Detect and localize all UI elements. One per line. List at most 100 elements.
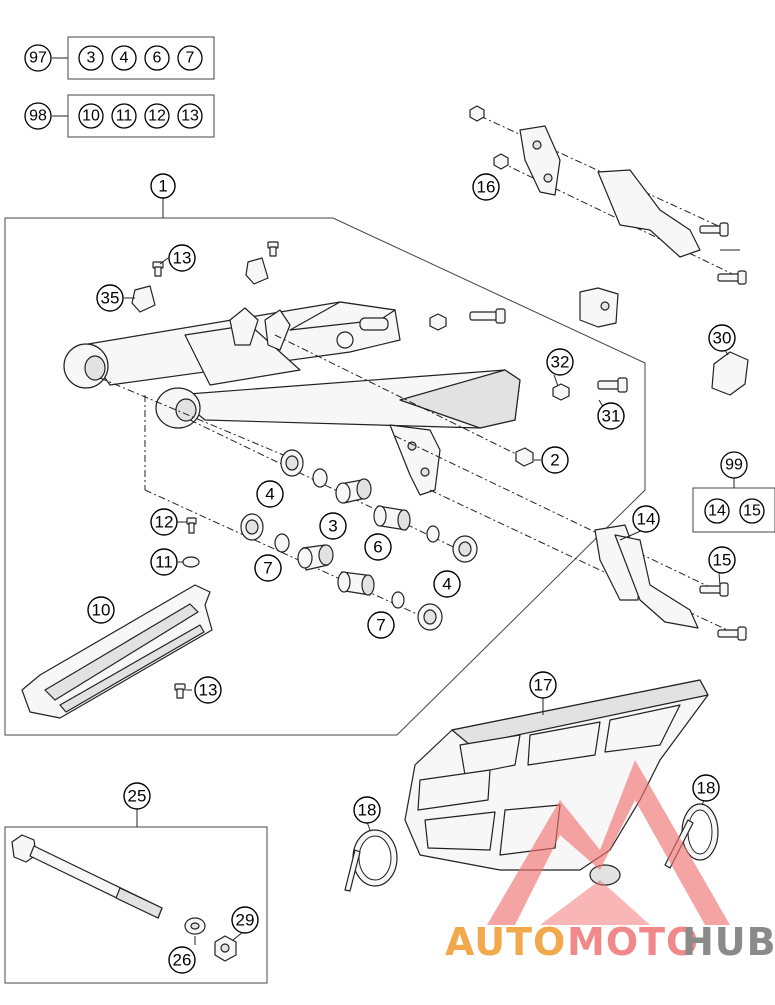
callout-4-label: 4: [442, 575, 451, 594]
callout-4-upper[interactable]: 4: [256, 480, 284, 508]
callout-16-label: 16: [477, 178, 496, 197]
callout-10[interactable]: 10: [87, 596, 115, 624]
callout-2-label: 2: [550, 451, 559, 470]
bushing-4-bottom[interactable]: [417, 603, 443, 631]
axle-25[interactable]: [11, 834, 163, 919]
callout-6-label: 6: [373, 538, 382, 557]
bolt-pivot[interactable]: [469, 308, 506, 324]
callout-6[interactable]: 6: [364, 533, 392, 561]
washer-7-upper[interactable]: [312, 468, 328, 488]
callout-2[interactable]: 2: [541, 446, 569, 474]
callout-31-label: 31: [602, 407, 621, 426]
watermark-hub: HUB: [682, 920, 775, 964]
callout-3[interactable]: 3: [319, 512, 347, 540]
callout-16[interactable]: 16: [472, 173, 500, 201]
callout-25[interactable]: 25: [123, 782, 151, 810]
callout-12-label: 12: [155, 513, 174, 532]
kit-98-item: 11: [116, 108, 133, 125]
chain-guide-14[interactable]: [594, 524, 747, 641]
callout-15[interactable]: 15: [708, 546, 736, 574]
callout-4-lower[interactable]: 4: [433, 570, 461, 598]
callout-7-label: 7: [376, 616, 385, 635]
callout-17[interactable]: 17: [529, 671, 557, 699]
swingarm-assembly-frame: [4, 197, 646, 736]
kit-99-item: 15: [743, 503, 761, 520]
swingarm[interactable]: [63, 301, 521, 429]
washer-26[interactable]: [184, 917, 206, 935]
kit-98-item: 13: [181, 108, 199, 125]
axle-frame: [4, 808, 268, 984]
bushing-4-right[interactable]: [452, 535, 478, 563]
kit-99-label: 99: [725, 457, 743, 474]
chain-guard-17[interactable]: [404, 679, 709, 886]
callout-15-label: 15: [713, 551, 732, 570]
callout-14-label: 14: [637, 510, 656, 529]
callout-25-label: 25: [128, 787, 147, 806]
kit-99[interactable]: 99 14 15: [692, 451, 775, 533]
callout-26[interactable]: 26: [168, 946, 196, 974]
bushing-4-lower[interactable]: [240, 513, 264, 541]
chain-guide-bracket[interactable]: [389, 424, 441, 496]
callout-7-label: 7: [263, 559, 272, 578]
kit-97-item: 3: [87, 50, 96, 67]
pad-30[interactable]: [711, 351, 749, 396]
kit-97-item: 6: [153, 50, 162, 67]
bearing-3-lower[interactable]: [297, 544, 334, 571]
callout-7-left[interactable]: 7: [254, 554, 282, 582]
callout-11-label: 11: [155, 553, 173, 572]
callout-18-right[interactable]: 18: [692, 774, 720, 802]
rubber-block[interactable]: [579, 287, 619, 328]
callout-32-label: 32: [551, 353, 570, 372]
screw-12[interactable]: [186, 517, 197, 534]
kit-97-label: 97: [29, 50, 47, 67]
kit-98-label: 98: [29, 108, 47, 125]
bushing-6[interactable]: [373, 505, 411, 531]
washer-7-bottom[interactable]: [391, 591, 405, 609]
chain-slider-10[interactable]: [21, 584, 213, 719]
kit-98-item: 10: [82, 108, 100, 125]
callout-18-left[interactable]: 18: [353, 796, 381, 824]
callout-11[interactable]: 11: [150, 548, 178, 576]
bearing-3[interactable]: [335, 478, 372, 504]
callout-26-label: 26: [173, 951, 192, 970]
bolt-31[interactable]: [597, 377, 628, 393]
nut-32[interactable]: [552, 383, 570, 401]
callout-1-label: 1: [158, 177, 167, 196]
clip-35[interactable]: [131, 257, 269, 313]
callout-13-label: 13: [173, 249, 192, 268]
washer-7-lower-right[interactable]: [426, 525, 440, 543]
callout-32[interactable]: 32: [546, 348, 574, 376]
callout-18-label: 18: [697, 779, 716, 798]
watermark-text: AUTO MOTO HUB: [445, 920, 775, 964]
washer-7-lower-left[interactable]: [274, 533, 290, 553]
callout-30[interactable]: 30: [708, 324, 736, 352]
watermark-moto: MOTO: [567, 920, 699, 964]
callout-29[interactable]: 29: [231, 906, 259, 934]
nut-pivot[interactable]: [429, 313, 447, 331]
callout-10-label: 10: [92, 601, 111, 620]
nut-2[interactable]: [515, 447, 534, 467]
bushing-6-lower[interactable]: [337, 571, 375, 596]
callout-35-label: 35: [101, 289, 120, 308]
nut-11[interactable]: [182, 556, 200, 568]
callout-30-label: 30: [713, 329, 732, 348]
callout-1[interactable]: 1: [150, 173, 176, 199]
kit-97[interactable]: 97 3 4 6 7: [24, 36, 215, 80]
watermark-auto: AUTO: [445, 920, 566, 964]
callout-14[interactable]: 14: [632, 505, 660, 533]
kit-98[interactable]: 98 10 11 12 13: [24, 94, 215, 138]
callout-13-top[interactable]: 13: [168, 244, 196, 272]
callout-12[interactable]: 12: [150, 508, 178, 536]
chain-guide-upper[interactable]: [469, 105, 747, 285]
screw-13-bottom[interactable]: [174, 683, 186, 699]
nut-29[interactable]: [214, 935, 237, 962]
callout-18-label: 18: [358, 801, 377, 820]
callout-7-right[interactable]: 7: [367, 611, 395, 639]
callout-31[interactable]: 31: [597, 402, 625, 430]
callout-13-bottom[interactable]: 13: [194, 676, 222, 704]
kit-99-item: 14: [708, 503, 726, 520]
bushing-4-upper[interactable]: [280, 449, 304, 477]
callout-35[interactable]: 35: [96, 284, 124, 312]
cable-tie-18-left[interactable]: [344, 829, 398, 892]
